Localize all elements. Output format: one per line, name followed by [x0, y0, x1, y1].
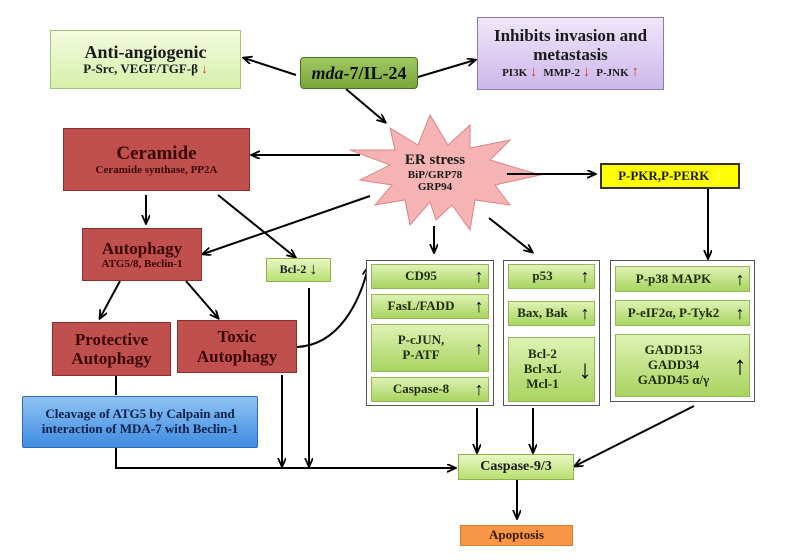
- up-arrow-icon: ↑: [474, 296, 484, 316]
- inhibits-title-line1: Inhibits invasion and: [493, 26, 648, 46]
- apoptosis-label: Apoptosis: [489, 527, 544, 543]
- mda7-suffix: -7/IL-24: [343, 62, 407, 83]
- anti-angiogenic-markers: P-Src, VEGF/TGF-β: [83, 61, 198, 77]
- anti-angiogenic-title: Anti-angiogenic: [84, 42, 207, 63]
- arrow-mda-to-inhibits: [417, 60, 475, 78]
- up-arrow-icon: ↑: [735, 268, 745, 289]
- arrow-group3-to-caspase: [575, 405, 695, 466]
- arrow-ceramide-to-bcl2: [217, 194, 295, 257]
- group3-item: P-p38 MAPK↑: [615, 266, 750, 292]
- down-arrow-icon: ↓: [201, 61, 208, 77]
- up-arrow-icon: ↑: [474, 337, 484, 358]
- up-arrow-icon: ↑: [580, 266, 590, 286]
- autophagy-subtitle: ATG5/8, Beclin-1: [101, 257, 183, 270]
- er-stress-grp94: GRP94: [417, 181, 453, 194]
- inhibits-title-line2: metastasis: [533, 45, 608, 65]
- inhibits-invasion-box: Inhibits invasion and metastasis PI3K ↓ …: [477, 17, 664, 90]
- pkr-perk-label: P-PKR,P-PERK: [618, 167, 710, 183]
- up-arrow-icon: ↑: [474, 379, 484, 399]
- up-arrow-icon: ↑: [474, 266, 484, 286]
- toxic-autophagy-box: Toxic Autophagy: [177, 320, 297, 373]
- ceramide-subtitle: Ceramide synthase, PP2A: [95, 163, 218, 176]
- group3-item: P-eIF2α, P-Tyk2↑: [615, 300, 750, 326]
- protective-line2: Autophagy: [71, 349, 152, 368]
- arrow-er-to-group2: [488, 217, 532, 252]
- group1-item: FasL/FADD↑: [371, 294, 489, 319]
- down-arrow-icon: ↓: [578, 354, 592, 384]
- bcl2-label: Bcl-2: [279, 262, 307, 277]
- marker-mmp2: MMP-2 ↓: [543, 64, 591, 81]
- cleavage-box: Cleavage of ATG5 by Calpain and interact…: [22, 396, 258, 448]
- caspase-9-3-box: Caspase-9/3: [458, 454, 574, 480]
- mda7-il24-box: mda-7/IL-24: [300, 57, 418, 89]
- marker-pjnk: P-JNK ↑: [596, 64, 639, 81]
- down-arrow-icon: ↓: [309, 261, 318, 279]
- cleavage-line2: interaction of MDA-7 with Beclin-1: [41, 421, 239, 436]
- arrow-toxic-to-cd95: [296, 268, 368, 348]
- arrow-er-to-autophagy: [203, 195, 371, 254]
- group1-item: P-cJUN, P-ATF↑: [371, 324, 489, 372]
- autophagy-box: Autophagy ATG5/8, Beclin-1: [82, 228, 202, 281]
- mda7-gene-name: mda: [311, 62, 344, 83]
- ceramide-title: Ceramide: [116, 142, 197, 164]
- protective-line1: Protective: [74, 329, 149, 349]
- group3-item: GADD153 GADD34 GADD45 α/γ↑: [615, 334, 750, 397]
- mitochondrial-pathway-group: p53↑ Bax, Bak↑ Bcl-2 Bcl-xL Mcl-1↓: [503, 260, 600, 406]
- apoptosis-box: Apoptosis: [460, 525, 573, 546]
- arrow-autophagy-to-protective: [100, 280, 121, 318]
- arrow-mda-to-antiangio: [244, 58, 297, 76]
- stress-kinase-group: P-p38 MAPK↑ P-eIF2α, P-Tyk2↑ GADD153 GAD…: [610, 260, 755, 402]
- cleavage-line1: Cleavage of ATG5 by Calpain and: [45, 406, 235, 422]
- ceramide-box: Ceramide Ceramide synthase, PP2A: [63, 128, 250, 191]
- up-arrow-icon: ↑: [735, 302, 745, 323]
- down-arrow-icon: ↓: [529, 64, 538, 81]
- group2-item: Bcl-2 Bcl-xL Mcl-1↓: [508, 337, 595, 402]
- toxic-line1: Toxic: [217, 327, 257, 347]
- arrow-mda-to-er: [345, 88, 385, 122]
- up-arrow-icon: ↑: [733, 350, 747, 380]
- protective-autophagy-box: Protective Autophagy: [52, 322, 171, 376]
- er-stress-bip: BiP/GRP78: [407, 169, 463, 182]
- er-stress-label: ER stress BiP/GRP78 GRP94: [395, 148, 475, 198]
- er-stress-title: ER stress: [404, 152, 466, 169]
- down-arrow-icon: ↓: [582, 64, 591, 81]
- line-cleavage-to-caspase: [115, 448, 455, 468]
- pkr-perk-box: P-PKR,P-PERK ↑: [600, 163, 740, 189]
- marker-pi3k: PI3K ↓: [502, 64, 538, 81]
- up-arrow-icon: ↑: [631, 64, 639, 81]
- up-arrow-icon: ↑: [580, 303, 590, 323]
- arrow-autophagy-to-toxic: [185, 280, 218, 318]
- caspase-9-3-label: Caspase-9/3: [480, 459, 552, 475]
- bcl2-box: Bcl-2 ↓: [266, 258, 331, 282]
- group1-item: CD95↑: [371, 264, 489, 289]
- er-stress-burst: [349, 113, 542, 232]
- group2-item: Bax, Bak↑: [508, 301, 595, 326]
- anti-angiogenic-box: Anti-angiogenic P-Src, VEGF/TGF-β ↓: [50, 30, 241, 89]
- group1-item: Caspase-8↑: [371, 377, 489, 402]
- toxic-line2: Autophagy: [196, 346, 278, 366]
- autophagy-title: Autophagy: [101, 238, 183, 258]
- group2-item: p53↑: [508, 264, 595, 289]
- receptor-pathway-group: CD95↑ FasL/FADD↑ P-cJUN, P-ATF↑ Caspase-…: [366, 260, 494, 406]
- up-arrow-icon: ↑: [715, 167, 722, 183]
